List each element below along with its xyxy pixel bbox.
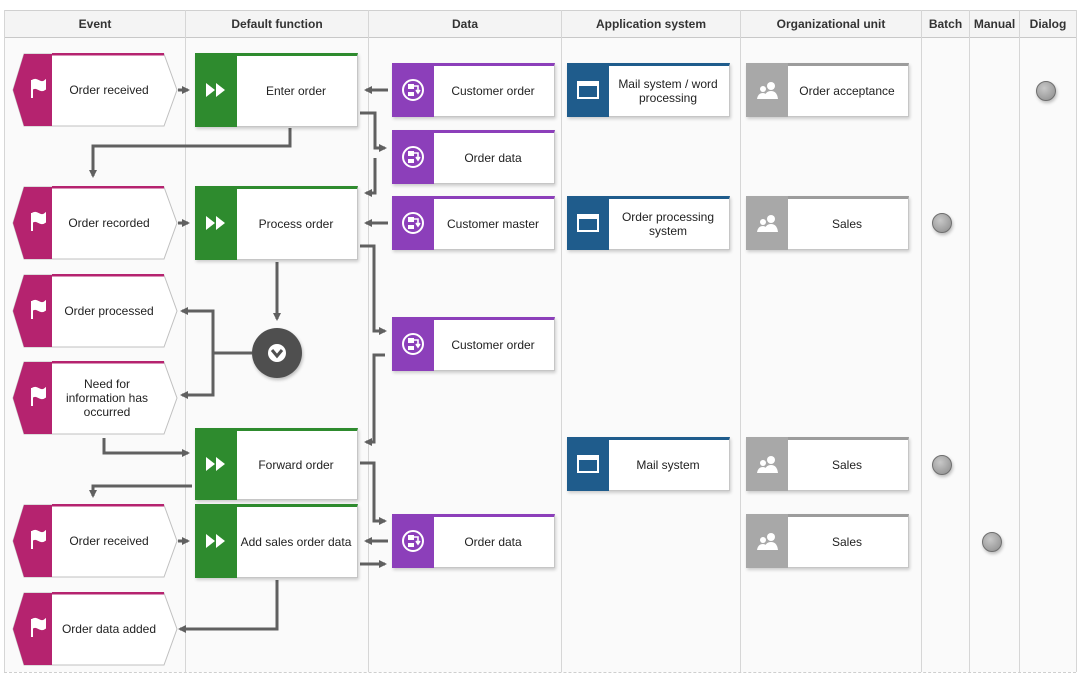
app-order-processing-system[interactable]: Order processing system — [567, 196, 730, 250]
column-header-event: Event — [5, 10, 185, 38]
column-header-org: Organizational unit — [741, 10, 921, 38]
app-label: Order processing system — [621, 210, 715, 238]
flag-icon — [31, 78, 46, 98]
data-flow-icon — [402, 333, 424, 355]
data-label: Customer order — [451, 84, 535, 98]
app-label: Mail system — [636, 458, 700, 472]
column-header-batch: Batch — [922, 10, 969, 38]
dialog-marker-enter-order[interactable] — [1036, 81, 1056, 101]
flag-icon — [31, 299, 46, 319]
app-mail-word-processing[interactable]: Mail system / word processing — [567, 63, 730, 117]
data-flow-icon — [402, 530, 424, 552]
people-icon — [757, 82, 778, 99]
batch-marker-process-order[interactable] — [932, 213, 952, 233]
batch-marker-forward-order[interactable] — [932, 455, 952, 475]
event-label: Need for information has occurred — [65, 377, 149, 419]
column-header-function: Default function — [186, 10, 368, 38]
function-label: Forward order — [258, 458, 334, 472]
event-label: Order processed — [64, 304, 154, 318]
window-icon — [577, 455, 599, 473]
flag-icon — [31, 386, 46, 406]
data-customer-master[interactable]: Customer master — [392, 196, 555, 250]
manual-marker-add-sales-order-data[interactable] — [982, 532, 1002, 552]
function-label: Add sales order data — [240, 535, 352, 549]
data-flow-icon — [402, 146, 424, 168]
data-label: Order data — [464, 151, 522, 165]
fast-forward-icon — [206, 534, 225, 548]
people-icon — [757, 533, 778, 550]
column-header-manual: Manual — [970, 10, 1019, 38]
data-order-data[interactable]: Order data — [392, 130, 555, 184]
event-label: Order data added — [61, 622, 157, 636]
org-label: Order acceptance — [799, 84, 895, 98]
people-icon — [757, 456, 778, 473]
org-label: Sales — [831, 535, 863, 549]
org-sales-2[interactable]: Sales — [746, 437, 909, 491]
function-add-sales-order-data[interactable]: Add sales order data — [195, 504, 358, 578]
xor-chevron-icon — [268, 344, 286, 362]
org-label: Sales — [831, 458, 863, 472]
fast-forward-icon — [206, 216, 225, 230]
org-sales-3[interactable]: Sales — [746, 514, 909, 568]
function-process-order[interactable]: Process order — [195, 186, 358, 260]
event-order-recorded[interactable]: Order recorded — [12, 186, 178, 260]
column-header-data: Data — [369, 10, 561, 38]
org-sales[interactable]: Sales — [746, 196, 909, 250]
event-label: Order recorded — [68, 216, 150, 230]
event-label: Order received — [69, 83, 149, 97]
data-label: Customer master — [446, 217, 540, 231]
function-forward-order[interactable]: Forward order — [195, 428, 358, 500]
fast-forward-icon — [206, 83, 225, 97]
function-label: Enter order — [265, 84, 327, 98]
column-header-dialog: Dialog — [1020, 10, 1076, 38]
data-customer-order[interactable]: Customer order — [392, 63, 555, 117]
xor-connector[interactable] — [252, 328, 302, 378]
flag-icon — [31, 211, 46, 231]
app-mail-system[interactable]: Mail system — [567, 437, 730, 491]
org-label: Sales — [831, 217, 863, 231]
data-customer-order-2[interactable]: Customer order — [392, 317, 555, 371]
function-enter-order[interactable]: Enter order — [195, 53, 358, 127]
org-order-acceptance[interactable]: Order acceptance — [746, 63, 909, 117]
event-order-processed[interactable]: Order processed — [12, 274, 178, 348]
data-order-data-2[interactable]: Order data — [392, 514, 555, 568]
app-label: Mail system / word processing — [618, 77, 718, 105]
data-label: Order data — [464, 535, 522, 549]
data-label: Customer order — [451, 338, 535, 352]
event-order-data-added[interactable]: Order data added — [12, 592, 178, 666]
function-label: Process order — [258, 217, 334, 231]
event-label: Order received — [69, 534, 149, 548]
data-flow-icon — [402, 212, 424, 234]
flag-icon — [31, 617, 46, 637]
window-icon — [577, 214, 599, 232]
event-order-received-2[interactable]: Order received — [12, 504, 178, 578]
data-flow-icon — [402, 79, 424, 101]
people-icon — [757, 215, 778, 232]
column-header-application: Application system — [562, 10, 740, 38]
fast-forward-icon — [206, 457, 225, 471]
flag-icon — [31, 529, 46, 549]
window-icon — [577, 81, 599, 99]
event-need-information[interactable]: Need for information has occurred — [12, 361, 178, 435]
event-order-received[interactable]: Order received — [12, 53, 178, 127]
